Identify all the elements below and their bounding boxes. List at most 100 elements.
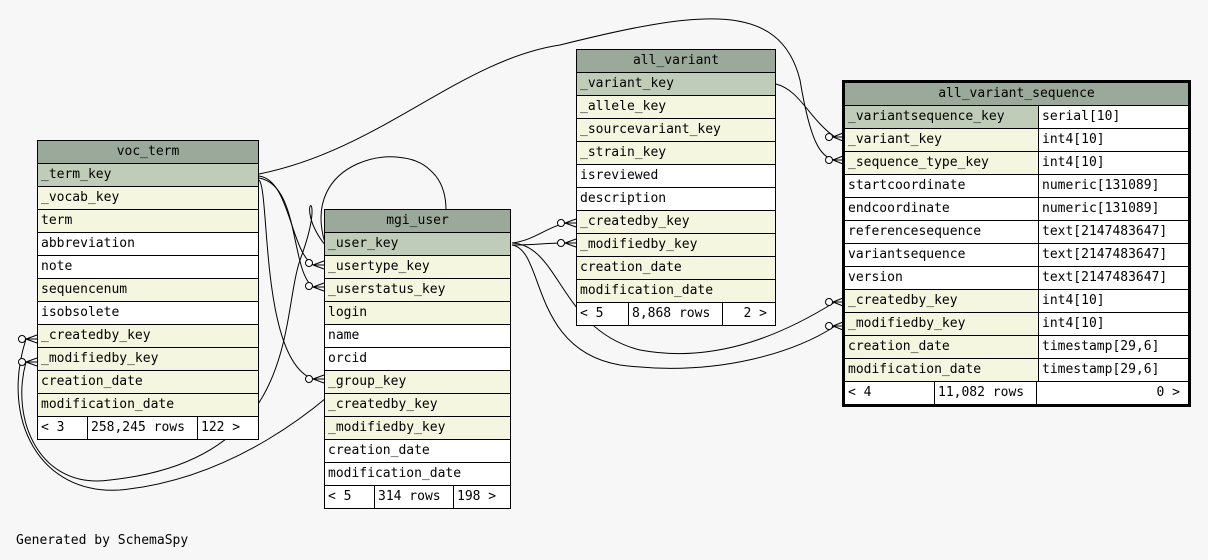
column-type: text[2147483647] [1038,267,1188,289]
table-row[interactable]: _usertype_key [325,256,510,279]
children-link[interactable]: 122 > [201,420,241,435]
column-name: login [328,305,368,320]
column-name: abbreviation [41,236,135,251]
column-name: creation_date [580,260,682,275]
credit-text: Generated by SchemaSpy [16,533,189,548]
table-all-variant-sequence[interactable]: all_variant_sequence _variantsequence_ke… [842,80,1191,407]
table-row[interactable]: creation_date [577,257,775,280]
crowfoot-markers [25,132,844,384]
column-type: text[2147483647] [1038,244,1188,266]
table-voc-term[interactable]: voc_term _term_key _vocab_key term abbre… [37,140,259,440]
table-row[interactable]: modification_date [38,394,258,417]
children-link[interactable]: 2 > [743,306,767,321]
column-type: int4[10] [1038,290,1188,312]
table-footer: < 5 8,868 rows 2 > [577,303,775,325]
column-name: note [41,259,73,274]
edge-user-seq-createdby [511,242,836,354]
edge-user-seq-modifiedby [511,244,836,369]
column-name: startcoordinate [848,178,966,193]
table-row[interactable]: _modifiedby_key [325,417,510,440]
column-name: endcoordinate [848,201,950,216]
table-row[interactable]: _group_key [325,371,510,394]
table-row[interactable]: _modifiedby_key [577,234,775,257]
table-row[interactable]: _term_key [38,164,258,187]
table-row[interactable]: abbreviation [38,233,258,256]
row-count: 258,245 rows [88,417,198,439]
column-name: isobsolete [41,305,120,320]
table-footer: < 4 11,082 rows 0 > [845,382,1188,404]
table-row[interactable]: isobsolete [38,302,258,325]
children-link[interactable]: 0 > [1156,385,1180,400]
table-row[interactable]: _vocab_key [38,187,258,210]
parents-link[interactable]: < 5 [577,303,629,325]
parents-link[interactable]: < 4 [845,382,935,404]
edge-variant-seq [775,83,836,138]
column-name: name [328,328,360,343]
column-name: version [848,270,903,285]
column-name: referencesequence [848,224,982,239]
table-row[interactable]: note [38,256,258,279]
table-row[interactable]: _userstatus_key [325,279,510,302]
column-name: _sequence_type_key [848,155,989,170]
table-row[interactable]: _variant_key [577,73,775,96]
table-row[interactable]: description [577,188,775,211]
table-row[interactable]: creation_date [38,371,258,394]
table-row[interactable]: _modifiedby_key [38,348,258,371]
edge-markers [18,133,833,383]
table-row[interactable]: _sourcevariant_key [577,119,775,142]
parents-link[interactable]: < 3 [38,417,88,439]
column-type: serial[10] [1038,106,1188,128]
parents-link[interactable]: < 5 [325,486,375,508]
table-row[interactable]: _createdby_key int4[10] [845,290,1188,313]
column-name: modification_date [580,283,714,298]
table-row[interactable]: startcoordinate numeric[131089] [845,175,1188,198]
table-row[interactable]: isreviewed [577,165,775,188]
table-row[interactable]: _createdby_key [577,211,775,234]
table-footer: < 3 258,245 rows 122 > [38,417,258,439]
table-footer: < 5 314 rows 198 > [325,486,510,508]
column-name: modification_date [328,466,462,481]
column-name: variantsequence [848,247,966,262]
column-name: _variant_key [580,76,674,91]
column-name: creation_date [848,339,950,354]
column-type: numeric[131089] [1038,175,1188,197]
table-mgi-user[interactable]: mgi_user _user_key _usertype_key _userst… [324,209,511,509]
table-all-variant[interactable]: all_variant _variant_key _allele_key _so… [576,49,776,326]
table-row[interactable]: modification_date [325,463,510,486]
table-row[interactable]: term [38,210,258,233]
table-row[interactable]: _allele_key [577,96,775,119]
table-row[interactable]: _user_key [325,233,510,256]
column-name: sequencenum [41,282,128,297]
column-name: _createdby_key [848,293,958,308]
column-name: _modifiedby_key [580,237,698,252]
edge-term-sequence-type [258,18,836,175]
column-name: _term_key [41,167,112,182]
column-name: modification_date [41,397,175,412]
column-type: int4[10] [1038,313,1188,335]
table-row[interactable]: sequencenum [38,279,258,302]
table-row[interactable]: _createdby_key [38,325,258,348]
table-row[interactable]: variantsequence text[2147483647] [845,244,1188,267]
table-row[interactable]: _strain_key [577,142,775,165]
column-name: _sourcevariant_key [580,122,721,137]
children-link[interactable]: 198 > [457,489,497,504]
table-row[interactable]: creation_date [325,440,510,463]
edge-term-group [258,179,314,380]
table-row[interactable]: login [325,302,510,325]
table-row[interactable]: version text[2147483647] [845,267,1188,290]
table-row[interactable]: modification_date [577,280,775,303]
column-name: creation_date [41,374,143,389]
row-count: 314 rows [375,486,454,508]
table-row[interactable]: _createdby_key [325,394,510,417]
table-row[interactable]: name [325,325,510,348]
column-name: _createdby_key [328,397,438,412]
table-row[interactable]: orcid [325,348,510,371]
